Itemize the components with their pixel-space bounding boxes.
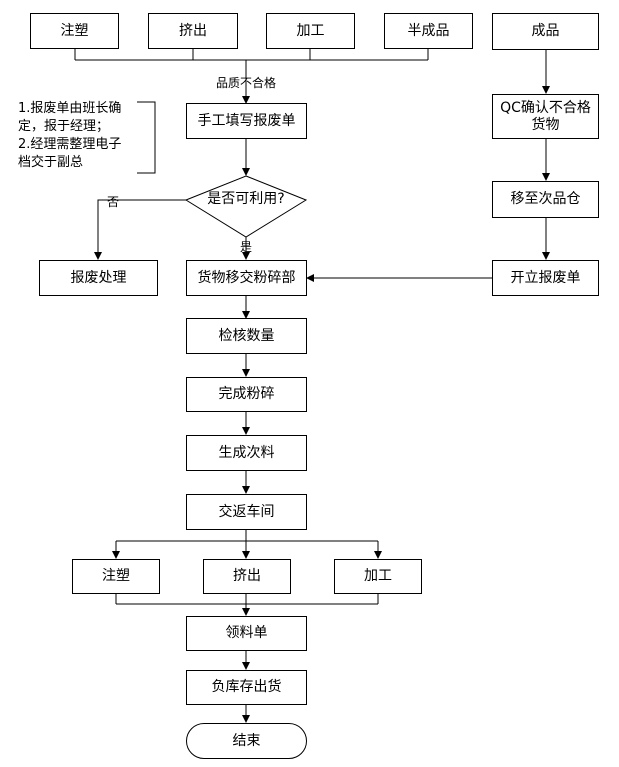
note-line-2: 定，报于经理；: [18, 119, 110, 134]
node-processing-top: 加工: [266, 13, 355, 49]
note-line-3: 2.经理需整理电子: [18, 137, 122, 152]
node-processing-bottom: 加工: [334, 559, 422, 594]
node-injection-top: 注塑: [30, 13, 119, 49]
note-bracket: [137, 101, 156, 174]
note-line-1: 1.报废单由班长确: [18, 101, 122, 116]
qc-line-2: 货物: [531, 116, 560, 133]
node-to-crusher: 货物移交粉碎部: [186, 260, 307, 296]
node-open-scrap-form: 开立报废单: [492, 260, 599, 296]
node-scrap: 报废处理: [39, 260, 158, 296]
node-warehouse-out: 负库存出货: [186, 670, 307, 705]
node-injection-bottom: 注塑: [72, 559, 160, 594]
node-return-workshop: 交返车间: [186, 494, 307, 530]
node-make-secondary: 生成次料: [186, 435, 307, 471]
node-check-qty: 检核数量: [186, 318, 307, 354]
note-line-4: 档交于副总: [18, 155, 84, 170]
node-requisition: 领料单: [186, 616, 307, 651]
label-quality-fail: 品质不合格: [216, 76, 277, 90]
node-finished: 成品: [492, 13, 599, 50]
qc-line-1: QC确认不合格: [500, 99, 591, 116]
label-yes: 是: [240, 240, 253, 254]
label-no: 否: [107, 195, 120, 209]
arrow-no-to-scrap: [94, 199, 186, 260]
node-extrusion-bottom: 挤出: [203, 559, 291, 594]
node-move-secondary: 移至次品仓: [492, 181, 599, 218]
node-manual-fill: 手工填写报废单: [186, 103, 307, 139]
node-extrusion-top: 挤出: [148, 13, 238, 49]
node-end: 结束: [186, 723, 307, 759]
node-qc-confirm: QC确认不合格 货物: [492, 94, 599, 139]
decision-label: 是否可利用?: [207, 191, 285, 207]
node-crush-done: 完成粉碎: [186, 377, 307, 412]
node-semi-finished: 半成品: [384, 13, 473, 49]
